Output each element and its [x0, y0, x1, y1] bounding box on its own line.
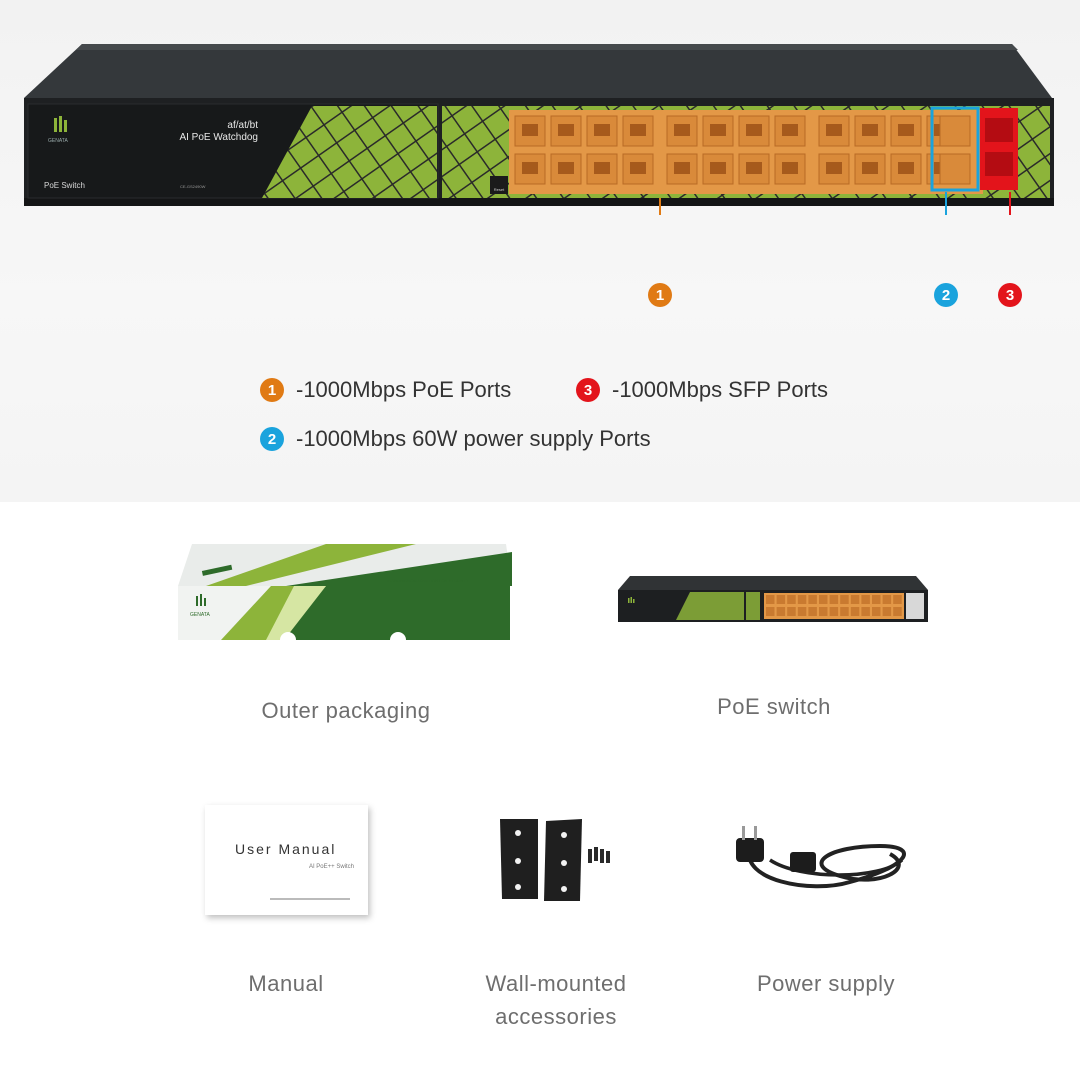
small-port-icon: [829, 607, 839, 616]
hero-brand: GENATA: [48, 138, 68, 144]
small-port-icon: [797, 595, 807, 604]
small-port-icon: [787, 595, 796, 604]
brand-logo-icon: [54, 116, 67, 132]
small-port-icon: [797, 607, 807, 616]
plug-icon: [736, 826, 764, 862]
caption-power-supply: Power supply: [756, 971, 896, 996]
legend-badge-1: 1: [260, 378, 284, 402]
small-port-icon: [819, 595, 828, 604]
marker-badge-3: 3: [998, 283, 1022, 307]
caption-poe-switch: PoE switch: [717, 694, 831, 719]
poe-ports: [514, 115, 971, 185]
legend-text-3: -1000Mbps SFP Ports: [612, 377, 829, 402]
box-brand: GENATA: [190, 612, 210, 618]
small-port-icon: [776, 607, 786, 616]
manual-card-subtitle: AI PoE++ Switch: [308, 864, 354, 870]
small-port-icon: [819, 607, 828, 616]
legend-badge-2: 2: [260, 427, 284, 451]
caption-manual: Manual: [248, 971, 324, 996]
small-port-icon: [776, 595, 786, 604]
legend-item-poe: 1 -1000Mbps PoE Ports: [260, 377, 511, 403]
small-port-icon: [840, 607, 849, 616]
small-port-icon: [882, 595, 892, 604]
iec-connector-icon: [790, 852, 816, 872]
box-logo-icon: [196, 594, 206, 606]
manual-card-title: User Manual: [235, 841, 337, 857]
legend-item-power: 2 -1000Mbps 60W power supply Ports: [260, 426, 651, 452]
hero-feature-1: af/at/bt: [227, 120, 258, 131]
hero-model-code: CE-GS2490W: [180, 184, 206, 189]
marker-badge-1: 1: [648, 283, 672, 307]
rj45-power-port-icon: [939, 153, 971, 185]
screws-icon: [588, 847, 610, 863]
small-port-icon: [850, 595, 860, 604]
small-port-icon: [882, 607, 892, 616]
box-side-text: TRANSMISSION SOLUTION FOR SECURITY: [386, 578, 469, 583]
legend-text-1: -1000Mbps PoE Ports: [296, 377, 512, 402]
small-port-icon: [840, 595, 849, 604]
small-port-icon: [766, 607, 775, 616]
small-port-icon: [766, 595, 775, 604]
rj45-port-icon: [550, 115, 582, 147]
poe-switch-front-image: GENATA af/at/bt AI PoE Watchdog PoE Swit…: [24, 44, 1054, 215]
outer-packaging-image: GENATA TRANSMISSION SOLUTION FOR SECURIT…: [178, 544, 512, 644]
small-port-icon: [829, 595, 839, 604]
marker-badge-2: 2: [934, 283, 958, 307]
small-port-icon: [872, 595, 881, 604]
rj45-port-icon: [514, 115, 546, 147]
hero-feature-2: AI PoE Watchdog: [179, 132, 258, 143]
caption-outer-packaging: Outer packaging: [261, 698, 431, 723]
small-port-icon: [861, 607, 870, 616]
small-port-icon: [850, 607, 860, 616]
small-port-icon: [861, 595, 870, 604]
user-manual-image: User Manual AI PoE++ Switch: [205, 805, 368, 915]
manual-card-footer-line: [270, 898, 350, 900]
legend-item-sfp: 3 -1000Mbps SFP Ports: [576, 377, 828, 403]
rj45-power-port-icon: [939, 115, 971, 147]
caption-wall-mount: Wall-mounted accessories: [485, 971, 627, 1029]
small-port-icon: [808, 607, 817, 616]
small-port-icon: [872, 607, 881, 616]
poe-switch-small-image: [618, 576, 928, 622]
legend-text-2: -1000Mbps 60W power supply Ports: [296, 426, 651, 451]
small-port-icon: [787, 607, 796, 616]
power-port-highlight: [930, 106, 980, 192]
hero-model-label: PoE Switch: [44, 181, 85, 190]
small-port-icon: [893, 607, 902, 616]
product-overview-panel: GENATA af/at/bt AI PoE Watchdog PoE Swit…: [0, 0, 1080, 502]
legend-badge-3: 3: [576, 378, 600, 402]
reset-label: Reset: [494, 187, 505, 192]
power-cord-image: [736, 826, 906, 889]
small-switch-logo-icon: [628, 597, 635, 603]
small-port-icon: [893, 595, 902, 604]
wall-mount-brackets-image: [500, 819, 610, 901]
small-port-icon: [808, 595, 817, 604]
